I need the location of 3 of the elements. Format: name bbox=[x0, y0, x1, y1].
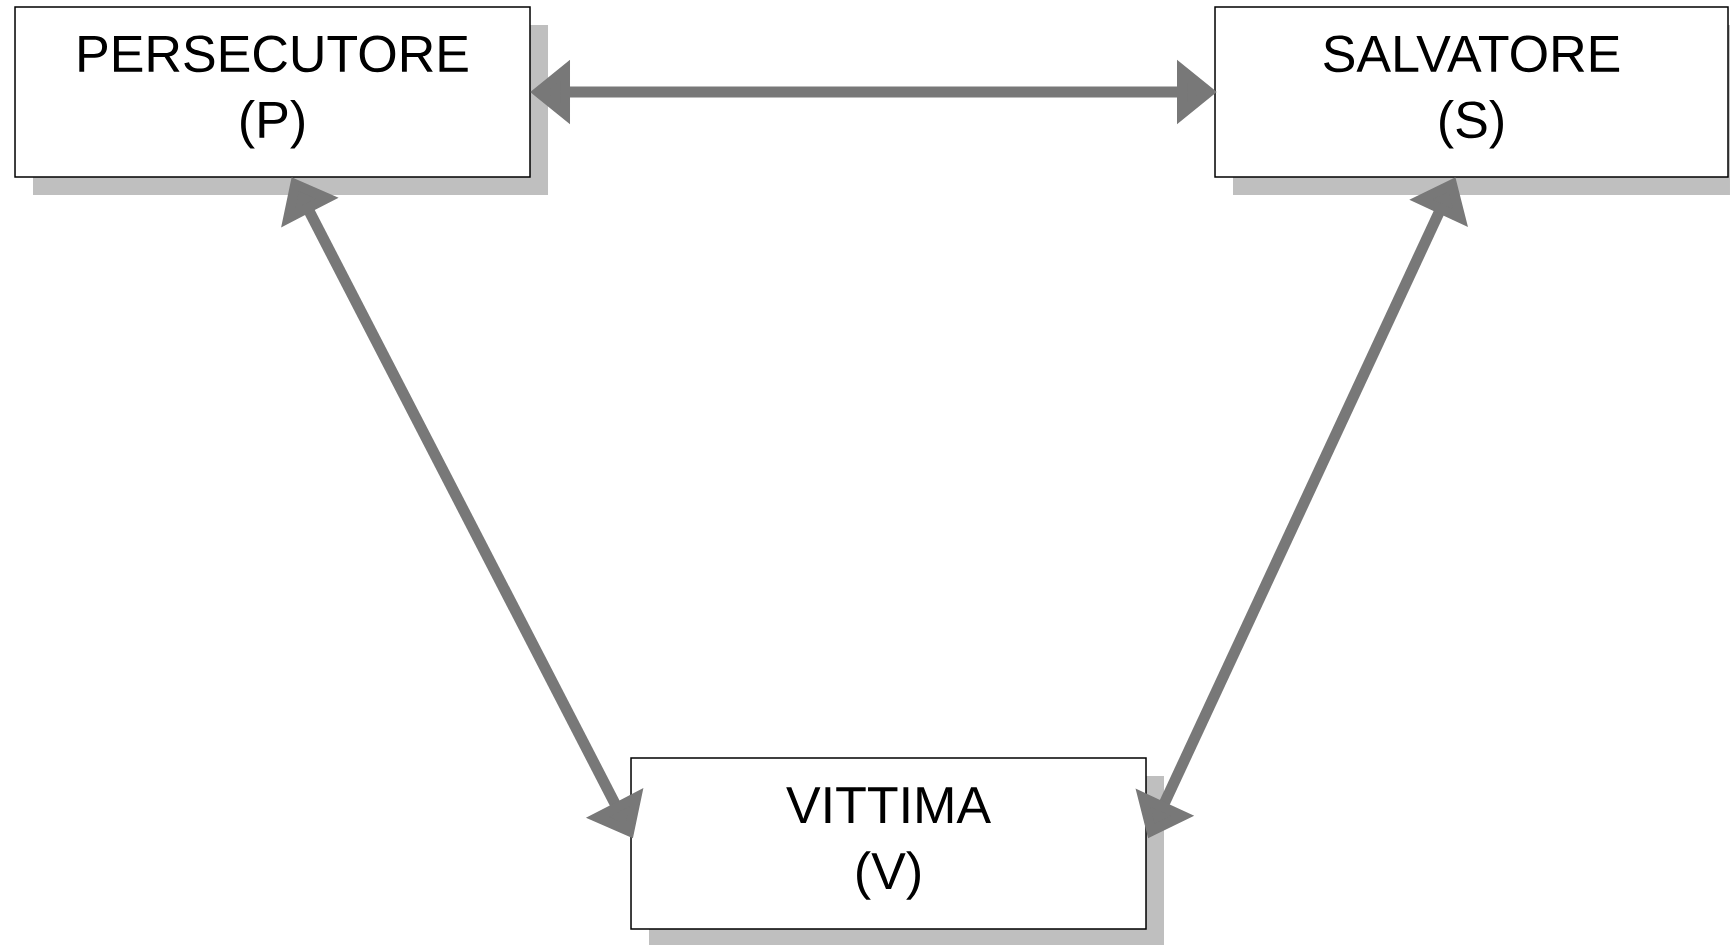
role-box: SALVATORE (S) bbox=[1214, 6, 1730, 195]
role-box: VITTIMA (V) bbox=[630, 757, 1164, 945]
role-box: PERSECUTORE (P) bbox=[14, 6, 548, 195]
